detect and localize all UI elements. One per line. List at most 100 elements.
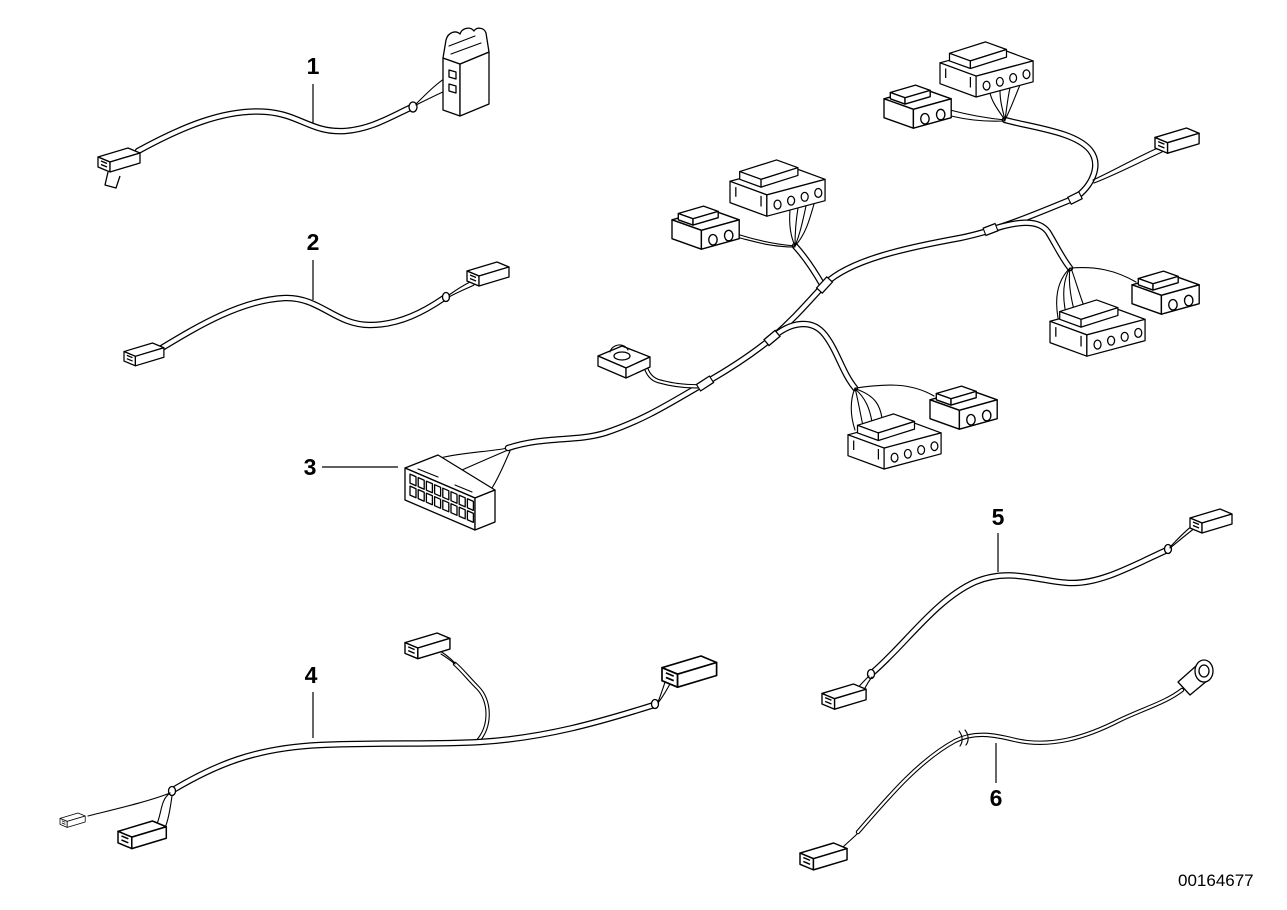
cable-core — [171, 703, 656, 792]
round-connector — [1177, 659, 1214, 696]
wire — [448, 284, 475, 298]
pin-cell — [466, 498, 475, 511]
cable-sleeve-core — [1068, 192, 1082, 204]
connector-2pin — [883, 84, 952, 129]
pin-cell — [425, 492, 434, 506]
wire — [1092, 146, 1161, 181]
pin-cell — [433, 496, 442, 509]
wire — [155, 792, 171, 827]
branch-cable — [643, 365, 706, 389]
wire — [863, 676, 873, 691]
pin-cell — [417, 489, 425, 502]
wire — [1004, 87, 1011, 121]
callout-6: 6 — [990, 785, 1003, 811]
callout-3: 3 — [304, 454, 317, 480]
wire — [841, 833, 858, 849]
round-connector-ring — [1198, 664, 1210, 678]
wire — [1070, 267, 1085, 307]
wire — [794, 207, 799, 247]
wire — [794, 203, 815, 247]
pin-cell — [450, 503, 458, 516]
clip-side — [625, 356, 651, 379]
pin-cell — [442, 499, 450, 513]
wire — [850, 387, 856, 431]
reference-number: 00164677 — [1178, 871, 1254, 890]
cable-core — [158, 295, 446, 351]
branch-cable-core — [453, 662, 489, 744]
pin-cell — [417, 477, 425, 490]
connector-2pin — [671, 205, 740, 250]
terminal-block — [442, 27, 490, 117]
wire — [448, 281, 471, 296]
wire — [1056, 267, 1071, 319]
pin-cell — [458, 506, 466, 520]
connector-4pin — [939, 41, 1034, 98]
clip-hole — [613, 351, 631, 361]
wire — [1093, 151, 1163, 184]
connector-4pin — [729, 159, 826, 217]
plug-connector — [821, 683, 867, 710]
callout-5: 5 — [992, 504, 1005, 530]
pin-cell — [458, 494, 466, 508]
wiring-part-2: 2 — [123, 229, 510, 367]
wire — [789, 209, 796, 247]
plug-connector — [117, 820, 168, 850]
branch-cable — [452, 661, 490, 745]
wiring-part-6: 6 — [799, 659, 1214, 871]
wire — [855, 384, 935, 397]
branch-cable-core — [988, 220, 1072, 270]
branch-cable-core — [1003, 118, 1098, 200]
pin-cell — [466, 510, 475, 523]
cable-sleeve — [408, 101, 418, 113]
connector-end — [474, 489, 496, 531]
terminal — [448, 83, 457, 94]
wire — [854, 388, 873, 423]
wiring-part-4: 4 — [59, 632, 718, 850]
clip-hook — [609, 344, 629, 353]
wire — [794, 205, 807, 247]
branch-cable-core — [770, 321, 857, 390]
branch-cable — [768, 320, 859, 392]
plug-connector — [123, 342, 165, 367]
latch-marks — [417, 468, 473, 493]
wire — [1004, 84, 1021, 121]
cable-sleeve-core — [697, 376, 713, 391]
cable-sleeve-core — [764, 331, 780, 345]
connector-2pin — [1131, 270, 1200, 315]
pin-cell — [450, 491, 458, 504]
pin-cell — [442, 487, 450, 501]
cable-core — [870, 548, 1169, 675]
clip-connector — [597, 344, 651, 379]
wire — [949, 109, 1006, 121]
cable-core — [136, 105, 414, 153]
wire — [440, 653, 456, 665]
wire — [950, 115, 1006, 122]
terminal-connector — [59, 812, 86, 828]
wire — [739, 234, 796, 247]
callout-4: 4 — [305, 662, 318, 688]
terminal-block-cap — [442, 27, 490, 65]
wire — [989, 92, 1006, 121]
callout-1: 1 — [307, 53, 320, 79]
wire — [854, 387, 864, 427]
branch-cable-core — [644, 366, 705, 388]
branch-cable-core — [793, 244, 825, 288]
wire — [439, 447, 509, 459]
wire — [491, 450, 511, 489]
cable — [169, 701, 658, 794]
wiring-part-3: 3 — [304, 41, 1200, 531]
cable-sleeve-core — [817, 277, 832, 293]
wire — [999, 90, 1006, 121]
plug-connector — [661, 655, 718, 689]
callout-2: 2 — [307, 229, 320, 255]
pin-grid — [409, 473, 475, 523]
wiring-part-1: 1 — [97, 27, 490, 189]
cable-sleeve-core — [983, 224, 998, 235]
plug-connector — [97, 147, 141, 173]
wire — [855, 388, 883, 419]
wire — [1169, 527, 1196, 549]
plug-connector — [466, 261, 510, 287]
plug-connector — [1189, 508, 1233, 534]
single-connector — [1154, 127, 1200, 154]
cable — [855, 687, 1185, 835]
